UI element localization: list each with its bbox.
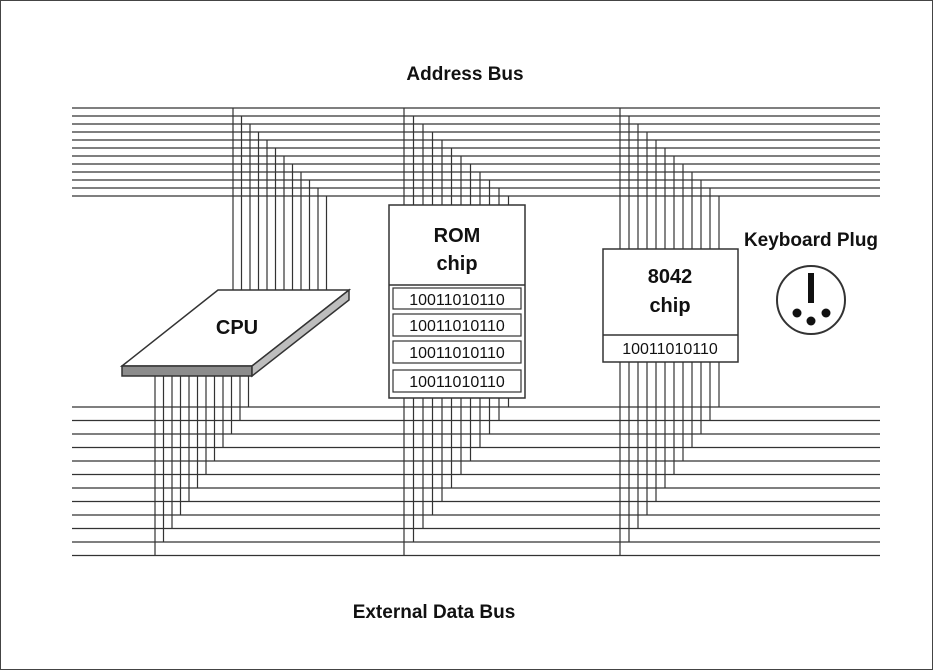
- keyboard-controller-chip: 8042 chip 10011010110: [602, 248, 739, 363]
- external-data-bus-title: External Data Bus: [353, 602, 516, 623]
- rom-row: 10011010110: [409, 292, 505, 309]
- cpu-chip: CPU: [119, 288, 352, 378]
- rom-label-line2: chip: [436, 253, 477, 275]
- din-connector-icon: [776, 265, 846, 335]
- rom-label-line1: ROM: [434, 225, 481, 247]
- rom-row: 10011010110: [409, 374, 505, 391]
- bus-wires: [72, 107, 880, 557]
- rom-row: 10011010110: [409, 345, 505, 362]
- cpu-label: CPU: [216, 317, 258, 339]
- kbc-label-line2: chip: [649, 295, 690, 317]
- kbc-row: 10011010110: [622, 341, 718, 358]
- address-bus-title: Address Bus: [406, 64, 523, 85]
- kbc-label-line1: 8042: [648, 266, 693, 288]
- rom-chip: ROM chip 10011010110 10011010110 1001101…: [388, 204, 526, 399]
- keyboard-plug-label: Keyboard Plug: [744, 230, 878, 251]
- rom-row: 10011010110: [409, 318, 505, 335]
